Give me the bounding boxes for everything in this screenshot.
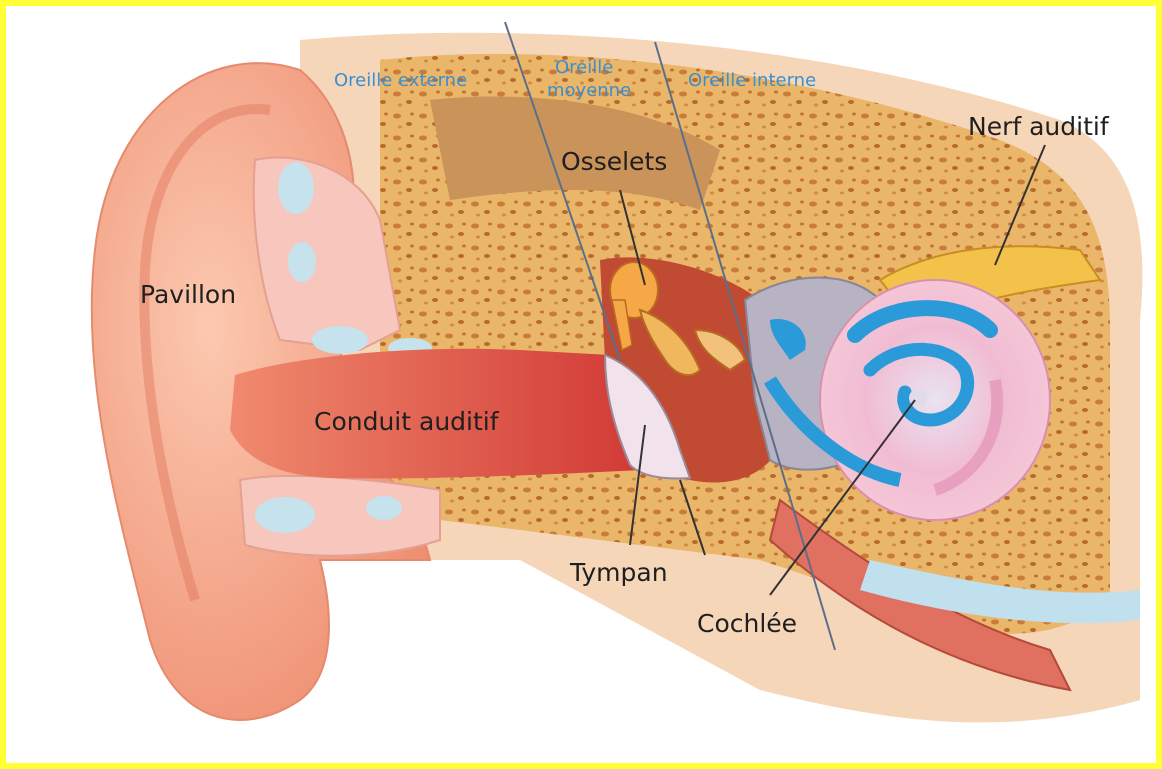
label-outer-ear: Oreille externe [334,70,467,91]
label-middle-ear-line1: Oreille [555,57,613,78]
label-auditory-nerve: Nerf auditif [968,112,1110,141]
cartilage-spot [278,162,314,214]
cartilage-spot [366,496,402,520]
label-ossicles: Osselets [561,147,667,176]
label-eardrum: Tympan [569,558,668,587]
label-middle-ear-line2: moyenne [547,80,631,101]
cochlea-shape [820,280,1050,520]
label-cochlea: Cochlée [697,609,797,638]
cartilage-spot [255,497,315,533]
label-ear-canal: Conduit auditif [314,407,500,436]
label-inner-ear: Oreille interne [688,70,816,91]
label-pinna: Pavillon [140,280,236,309]
cartilage-spot [312,326,368,354]
ear-anatomy-illustration: Oreille externe Oreille moyenne Oreille … [6,6,1156,763]
cartilage-spot [288,242,316,282]
